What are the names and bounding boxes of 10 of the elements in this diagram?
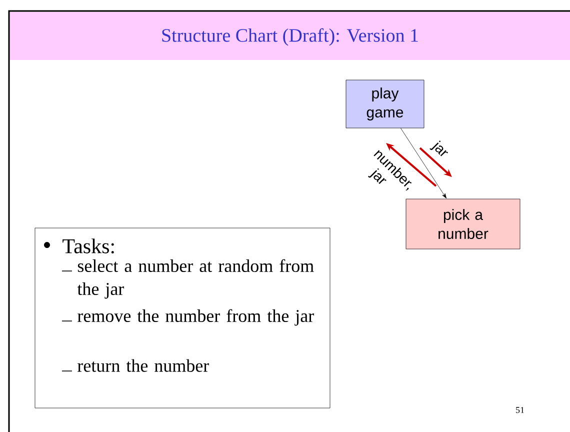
arrow: [400, 128, 446, 198]
page-number: 51: [516, 406, 524, 414]
task-item: remove the number from the jar: [78, 309, 314, 326]
module-box: pick a number: [406, 198, 520, 250]
module-box: play game: [346, 80, 424, 128]
task-box: [34, 228, 330, 408]
task-item: return the number: [78, 359, 209, 372]
heading: Tasks:: [62, 238, 114, 254]
title: Structure Chart (Draft): Version 1: [162, 28, 418, 46]
couple-label: jar: [430, 140, 448, 156]
